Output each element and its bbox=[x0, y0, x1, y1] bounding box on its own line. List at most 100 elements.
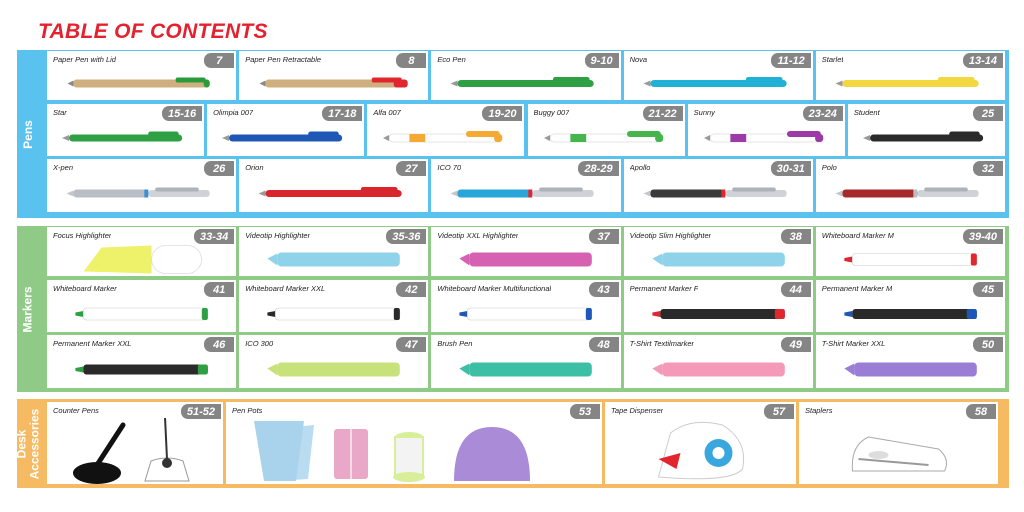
product-name: Sunny bbox=[693, 108, 715, 117]
page-number-badge: 9-10 bbox=[584, 53, 619, 68]
pen-metal-icon bbox=[816, 175, 1005, 212]
product-name: Paper Pen with Lid bbox=[53, 55, 116, 64]
page-number-badge: 51-52 bbox=[180, 404, 221, 419]
tape-dispenser-icon bbox=[605, 418, 796, 484]
marker-white-icon bbox=[431, 296, 620, 332]
product-name: Alfa 007 bbox=[373, 108, 401, 117]
page-number-badge: 21-22 bbox=[642, 106, 683, 121]
product-name: Videotip XXL Highlighter bbox=[437, 231, 519, 240]
product-card[interactable]: Paper Pen with Lid 7 bbox=[47, 51, 237, 100]
product-name: X-pen bbox=[53, 163, 74, 172]
product-name: Staplers bbox=[805, 406, 833, 415]
page-number-badge: 45 bbox=[972, 282, 1003, 297]
product-name: Whiteboard Marker bbox=[53, 284, 117, 293]
page-number-badge: 38 bbox=[780, 229, 811, 244]
pen-icon bbox=[431, 67, 620, 100]
product-name: T-Shirt Textilmarker bbox=[629, 339, 695, 348]
page-number-badge: 15-16 bbox=[162, 106, 203, 121]
product-card[interactable]: Alfa 007 19-20 bbox=[367, 104, 525, 156]
product-name: Starlet bbox=[821, 55, 844, 64]
product-card[interactable]: X-pen 26 bbox=[47, 159, 237, 212]
page-number-badge: 46 bbox=[204, 337, 235, 352]
page-number-badge: 23-24 bbox=[802, 106, 843, 121]
page-title: TABLE OF CONTENTS bbox=[38, 20, 268, 43]
pen-metal-icon bbox=[47, 175, 236, 212]
page-number-badge: 11-12 bbox=[771, 53, 811, 68]
product-card[interactable]: Starlet 13-14 bbox=[815, 51, 1005, 100]
product-card[interactable]: Focus Highlighter 33-34 bbox=[47, 227, 237, 276]
product-name: Paper Pen Retractable bbox=[245, 55, 322, 64]
page-number-badge: 19-20 bbox=[482, 106, 523, 121]
marker-dark-icon bbox=[624, 296, 813, 332]
counter-pens-icon bbox=[47, 418, 223, 484]
product-card[interactable]: Sunny 23-24 bbox=[687, 104, 845, 156]
page-number-badge: 33-34 bbox=[194, 229, 235, 244]
page-number-badge: 27 bbox=[396, 161, 427, 176]
page-number-badge: 47 bbox=[396, 337, 427, 352]
product-name: Eco Pen bbox=[437, 55, 466, 64]
pen-metal-icon bbox=[431, 175, 620, 212]
highlighter-icon bbox=[239, 243, 428, 276]
pen-white-icon bbox=[367, 120, 524, 156]
pens-section: Pens Paper Pen with Lid 7 Paper Pen Retra… bbox=[17, 50, 1009, 218]
page-number-badge: 13-14 bbox=[962, 53, 1003, 68]
page-number-badge: 44 bbox=[780, 282, 811, 297]
focus-highlighter-icon bbox=[47, 243, 236, 276]
product-card[interactable]: Olimpia 007 17-18 bbox=[207, 104, 365, 156]
product-name: Apollo bbox=[629, 163, 651, 172]
product-name: T-Shirt Marker XXL bbox=[821, 339, 886, 348]
product-card[interactable]: T-Shirt Marker XXL 50 bbox=[815, 335, 1005, 388]
product-name: Brush Pen bbox=[437, 339, 473, 348]
page-number-badge: 7 bbox=[204, 53, 235, 68]
product-name: Videotip Slim Highlighter bbox=[629, 231, 712, 240]
pen-pots-icon bbox=[226, 418, 602, 484]
page-number-badge: 41 bbox=[204, 282, 235, 297]
product-card[interactable]: Videotip Slim Highlighter 38 bbox=[623, 227, 813, 276]
marker-dark-icon bbox=[47, 351, 236, 388]
page-number-badge: 17-18 bbox=[322, 106, 363, 121]
page-number-badge: 35-36 bbox=[386, 229, 427, 244]
markers-grid: Focus Highlighter 33-34 Videotip Highligh… bbox=[39, 226, 1009, 392]
product-card[interactable]: Permanent Marker M 45 bbox=[815, 280, 1005, 332]
product-name: Permanent Marker M bbox=[821, 284, 893, 293]
product-card[interactable]: Nova 11-12 bbox=[623, 51, 813, 100]
product-name: Olimpia 007 bbox=[213, 108, 254, 117]
page-number-badge: 26 bbox=[204, 161, 235, 176]
product-name: Tape Dispenser bbox=[611, 406, 664, 415]
product-card[interactable]: Whiteboard Marker 41 bbox=[47, 280, 237, 332]
product-name: Polo bbox=[821, 163, 837, 172]
page-number-badge: 50 bbox=[972, 337, 1003, 352]
product-name: Whiteboard Marker XXL bbox=[245, 284, 326, 293]
product-name: Star bbox=[53, 108, 67, 117]
marker-white-icon bbox=[239, 296, 428, 332]
pens-section-label: Pens bbox=[20, 119, 35, 149]
highlighter-icon bbox=[431, 351, 620, 388]
product-card[interactable]: Eco Pen 9-10 bbox=[431, 51, 621, 100]
product-card[interactable]: Star 15-16 bbox=[47, 104, 205, 156]
product-name: Nova bbox=[629, 55, 648, 64]
product-name: Focus Highlighter bbox=[53, 231, 112, 240]
